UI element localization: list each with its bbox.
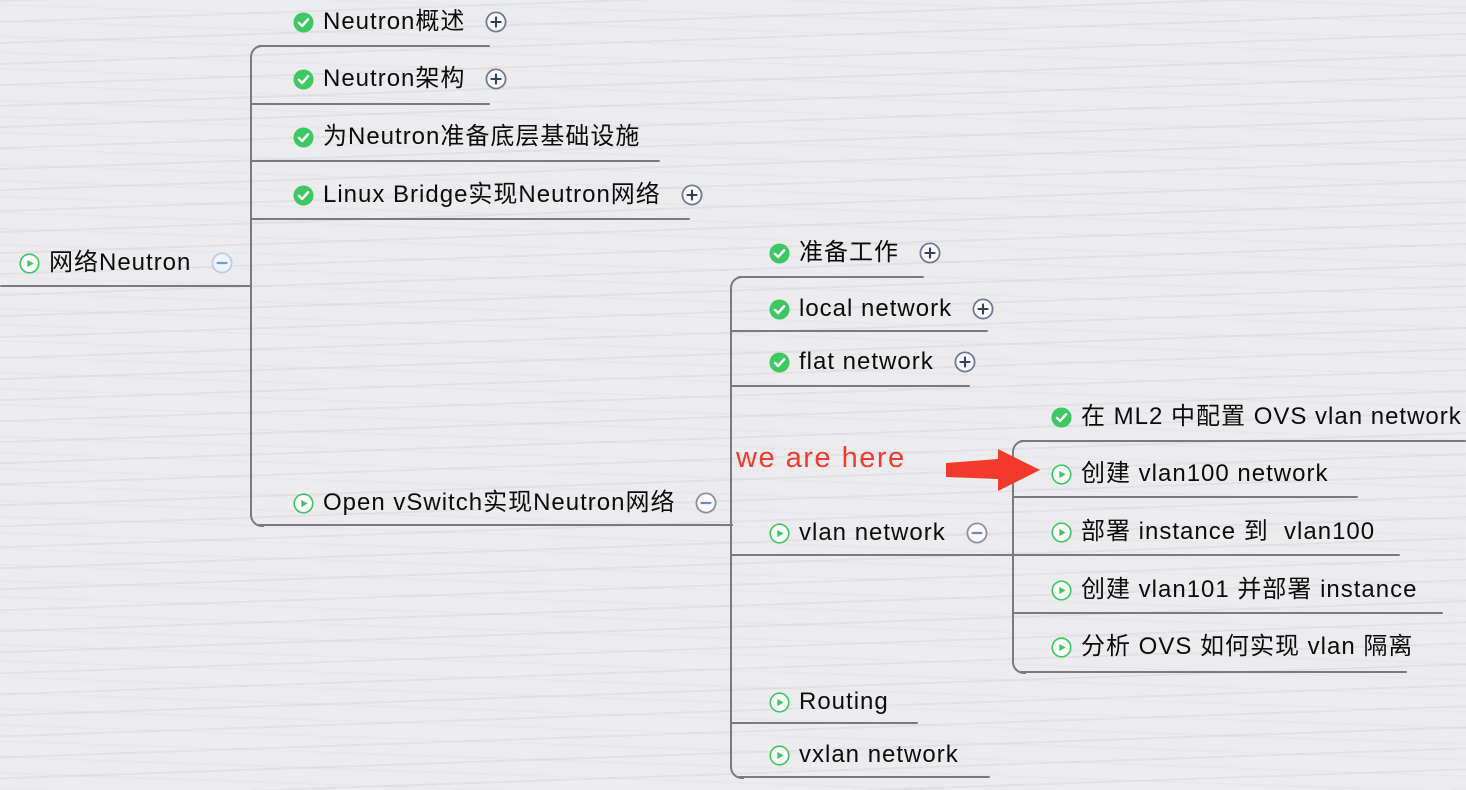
completed-check-icon: [769, 242, 790, 264]
in-progress-play-icon: [769, 691, 790, 713]
connector-underline: [250, 102, 490, 106]
completed-check-icon: [293, 11, 314, 33]
expand-plus-icon[interactable]: [972, 298, 994, 320]
connector-underline: [730, 721, 918, 725]
red-right-arrow-icon: [946, 449, 1040, 491]
completed-check-icon: [769, 298, 790, 320]
node-label: Routing: [799, 688, 889, 715]
expand-plus-icon[interactable]: [485, 11, 507, 33]
connector-underline: [250, 159, 660, 163]
completed-check-icon: [293, 184, 314, 206]
node-label: Open vSwitch实现Neutron网络: [323, 489, 676, 516]
node-label: 在 ML2 中配置 OVS vlan network: [1081, 403, 1462, 430]
node-label: Linux Bridge实现Neutron网络: [323, 181, 661, 208]
node-prep-work[interactable]: 准备工作: [769, 238, 941, 268]
node-label: Neutron架构: [323, 65, 466, 92]
in-progress-play-icon: [769, 744, 790, 766]
node-local-network[interactable]: local network: [769, 294, 994, 324]
node-neutron-architecture[interactable]: Neutron架构: [293, 64, 507, 94]
completed-check-icon: [293, 68, 314, 90]
node-label: vlan network: [799, 519, 946, 546]
connector-root-underline: [0, 284, 252, 288]
expand-plus-icon[interactable]: [681, 184, 703, 206]
collapse-minus-icon[interactable]: [211, 252, 233, 274]
annotation-text: we are here: [736, 442, 906, 474]
connector-underline: [738, 275, 924, 279]
node-label: flat network: [799, 348, 934, 375]
connector-underline: [1020, 439, 1466, 443]
node-label: Neutron概述: [323, 8, 466, 35]
expand-plus-icon[interactable]: [954, 351, 976, 373]
connector-underline: [730, 553, 1014, 557]
node-create-vlan101[interactable]: 创建 vlan101 并部署 instance: [1051, 575, 1417, 605]
node-label: 分析 OVS 如何实现 vlan 隔离: [1081, 633, 1414, 660]
expand-plus-icon[interactable]: [485, 68, 507, 90]
node-flat-network[interactable]: flat network: [769, 347, 976, 377]
node-neutron-overview[interactable]: Neutron概述: [293, 7, 507, 37]
node-label: 准备工作: [799, 239, 899, 266]
collapse-minus-icon[interactable]: [966, 522, 988, 544]
node-label: local network: [799, 295, 953, 322]
node-label: 创建 vlan101 并部署 instance: [1081, 576, 1418, 603]
expand-plus-icon[interactable]: [919, 242, 941, 264]
connector-underline: [1012, 611, 1443, 615]
connector-underline: [258, 523, 733, 527]
connector-underline: [1020, 670, 1407, 674]
branch-bracket-level1: [250, 44, 264, 527]
branch-bracket-level3: [1012, 439, 1026, 674]
connector-underline: [1012, 553, 1400, 557]
in-progress-play-icon: [1051, 579, 1072, 601]
in-progress-play-icon: [1051, 636, 1072, 658]
node-ml2-ovs-vlan-config[interactable]: 在 ML2 中配置 OVS vlan network: [1051, 402, 1462, 432]
in-progress-play-icon: [293, 492, 314, 514]
node-routing[interactable]: Routing: [769, 687, 889, 717]
connector-underline: [730, 384, 970, 388]
completed-check-icon: [293, 126, 314, 148]
in-progress-play-icon: [769, 522, 790, 544]
completed-check-icon: [769, 351, 790, 373]
collapse-minus-icon[interactable]: [695, 492, 717, 514]
branch-bracket-level2: [730, 275, 744, 779]
node-label: 部署 instance 到 vlan100: [1081, 518, 1376, 545]
node-analyze-vlan-isolation[interactable]: 分析 OVS 如何实现 vlan 隔离: [1051, 632, 1413, 662]
node-label: 网络Neutron: [49, 249, 192, 276]
connector-underline: [738, 775, 990, 779]
node-root[interactable]: 网络Neutron: [19, 248, 233, 278]
node-linux-bridge[interactable]: Linux Bridge实现Neutron网络: [293, 180, 703, 210]
connector-underline: [730, 329, 988, 333]
node-vxlan-network[interactable]: vxlan network: [769, 740, 959, 770]
node-vlan-network[interactable]: vlan network: [769, 518, 988, 548]
node-deploy-instance-vlan100[interactable]: 部署 instance 到 vlan100: [1051, 517, 1375, 547]
node-neutron-infrastructure[interactable]: 为Neutron准备底层基础设施: [293, 122, 640, 152]
completed-check-icon: [1051, 406, 1072, 428]
in-progress-play-icon: [19, 252, 40, 274]
connector-underline: [258, 44, 490, 48]
connector-underline: [1012, 495, 1358, 499]
node-label: 创建 vlan100 network: [1081, 460, 1329, 487]
node-open-vswitch[interactable]: Open vSwitch实现Neutron网络: [293, 488, 717, 518]
in-progress-play-icon: [1051, 521, 1072, 543]
node-label: 为Neutron准备底层基础设施: [323, 123, 641, 150]
node-create-vlan100[interactable]: 创建 vlan100 network: [1051, 459, 1328, 489]
in-progress-play-icon: [1051, 463, 1072, 485]
connector-underline: [250, 217, 690, 221]
node-label: vxlan network: [799, 741, 959, 768]
